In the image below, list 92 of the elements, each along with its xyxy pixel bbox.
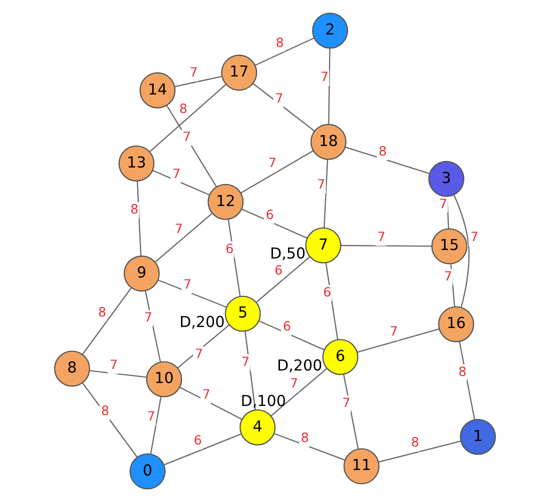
connector [242, 208, 308, 239]
connector [150, 84, 226, 152]
edge-label: 7 [110, 358, 118, 374]
node-circle: 14 [140, 72, 176, 108]
edge-label: 6 [323, 285, 332, 300]
connector [256, 256, 310, 303]
node-circle: 0 [130, 453, 166, 490]
connector [270, 368, 328, 417]
connector [254, 37, 314, 66]
node-circle: 10 [146, 361, 182, 398]
node-circle: 17 [221, 54, 258, 91]
connector [166, 105, 217, 188]
node-circle: 12 [208, 184, 244, 220]
node-circle: 6 [322, 338, 358, 375]
connector [252, 83, 315, 132]
connector [136, 181, 142, 256]
connector [328, 48, 330, 124]
connector [324, 159, 328, 228]
edge-label: 6 [274, 264, 283, 279]
edge-label: 7 [290, 376, 298, 392]
node-label: D,200 [276, 356, 322, 374]
edge-label: 7 [342, 396, 350, 412]
node-circle: 9 [124, 256, 160, 292]
edge-label: 7 [194, 346, 203, 362]
node-circle: 18 [310, 124, 346, 160]
connector [240, 150, 314, 194]
edge-label: 8 [130, 202, 139, 218]
edge-label: 7 [172, 166, 181, 182]
edge-label: 7 [174, 222, 183, 237]
edge-label: 6 [194, 434, 202, 449]
node-circle: 3 [428, 160, 464, 197]
connector [454, 194, 470, 308]
edge-label: 8 [410, 436, 420, 451]
connector [82, 382, 138, 458]
node-circle: 7 [305, 227, 342, 264]
node-label: D,50 [270, 244, 306, 263]
edge-label: 7 [444, 269, 452, 284]
node-circle: 11 [344, 448, 380, 484]
connector [154, 213, 212, 262]
connector [90, 370, 147, 378]
edge-label: 7 [317, 178, 326, 193]
edge-label: 6 [266, 208, 274, 223]
edge-label: 8 [179, 102, 188, 117]
edge-label: 7 [390, 324, 398, 340]
node-circle: 5 [224, 296, 261, 332]
edge-label: 7 [320, 70, 329, 86]
node-circle: 4 [240, 409, 276, 446]
edge-label: 8 [98, 305, 106, 320]
connector [158, 279, 226, 308]
edge-label: 7 [182, 130, 191, 146]
edge-label: 7 [144, 310, 152, 326]
connector [152, 170, 210, 196]
connector [150, 396, 162, 454]
node-circle: 15 [431, 228, 468, 264]
node-circle: 8 [54, 350, 90, 387]
edge-label: 7 [147, 409, 156, 424]
edge-label: 7 [268, 156, 276, 172]
connector [378, 440, 461, 462]
edge-label: 6 [226, 242, 234, 257]
connector [450, 264, 456, 307]
edge-label: 8 [378, 144, 387, 160]
edge-label: 8 [300, 430, 309, 446]
connector [82, 288, 132, 355]
connector [144, 290, 162, 362]
connector [343, 374, 359, 450]
edge-label: 7 [275, 91, 284, 106]
edge-label: 7 [241, 354, 250, 370]
connector [325, 262, 338, 340]
node-label: D,200 [179, 312, 225, 331]
edge-label: 7 [439, 196, 448, 212]
edge-label: 7 [190, 66, 198, 81]
connector [244, 331, 256, 410]
edge-label: 8 [276, 36, 284, 51]
connector [174, 76, 222, 88]
node-circle: 13 [118, 145, 155, 182]
connector [340, 244, 432, 247]
connector [177, 324, 230, 368]
edge-label: 6 [282, 319, 291, 334]
connector [228, 219, 241, 296]
connector [357, 328, 440, 353]
edge-label: 8 [458, 364, 466, 380]
node-circle: 16 [438, 306, 474, 342]
edge-label: 7 [377, 230, 386, 245]
connector [458, 342, 476, 420]
edge-label: 7 [183, 278, 192, 293]
connector [345, 146, 430, 174]
connector [274, 433, 346, 461]
edge-label: 7 [470, 230, 479, 246]
node-circle: 1 [460, 418, 496, 455]
edge-label: 8 [101, 404, 110, 420]
node-circle: 2 [312, 12, 348, 49]
edge-label: 7 [202, 387, 210, 402]
